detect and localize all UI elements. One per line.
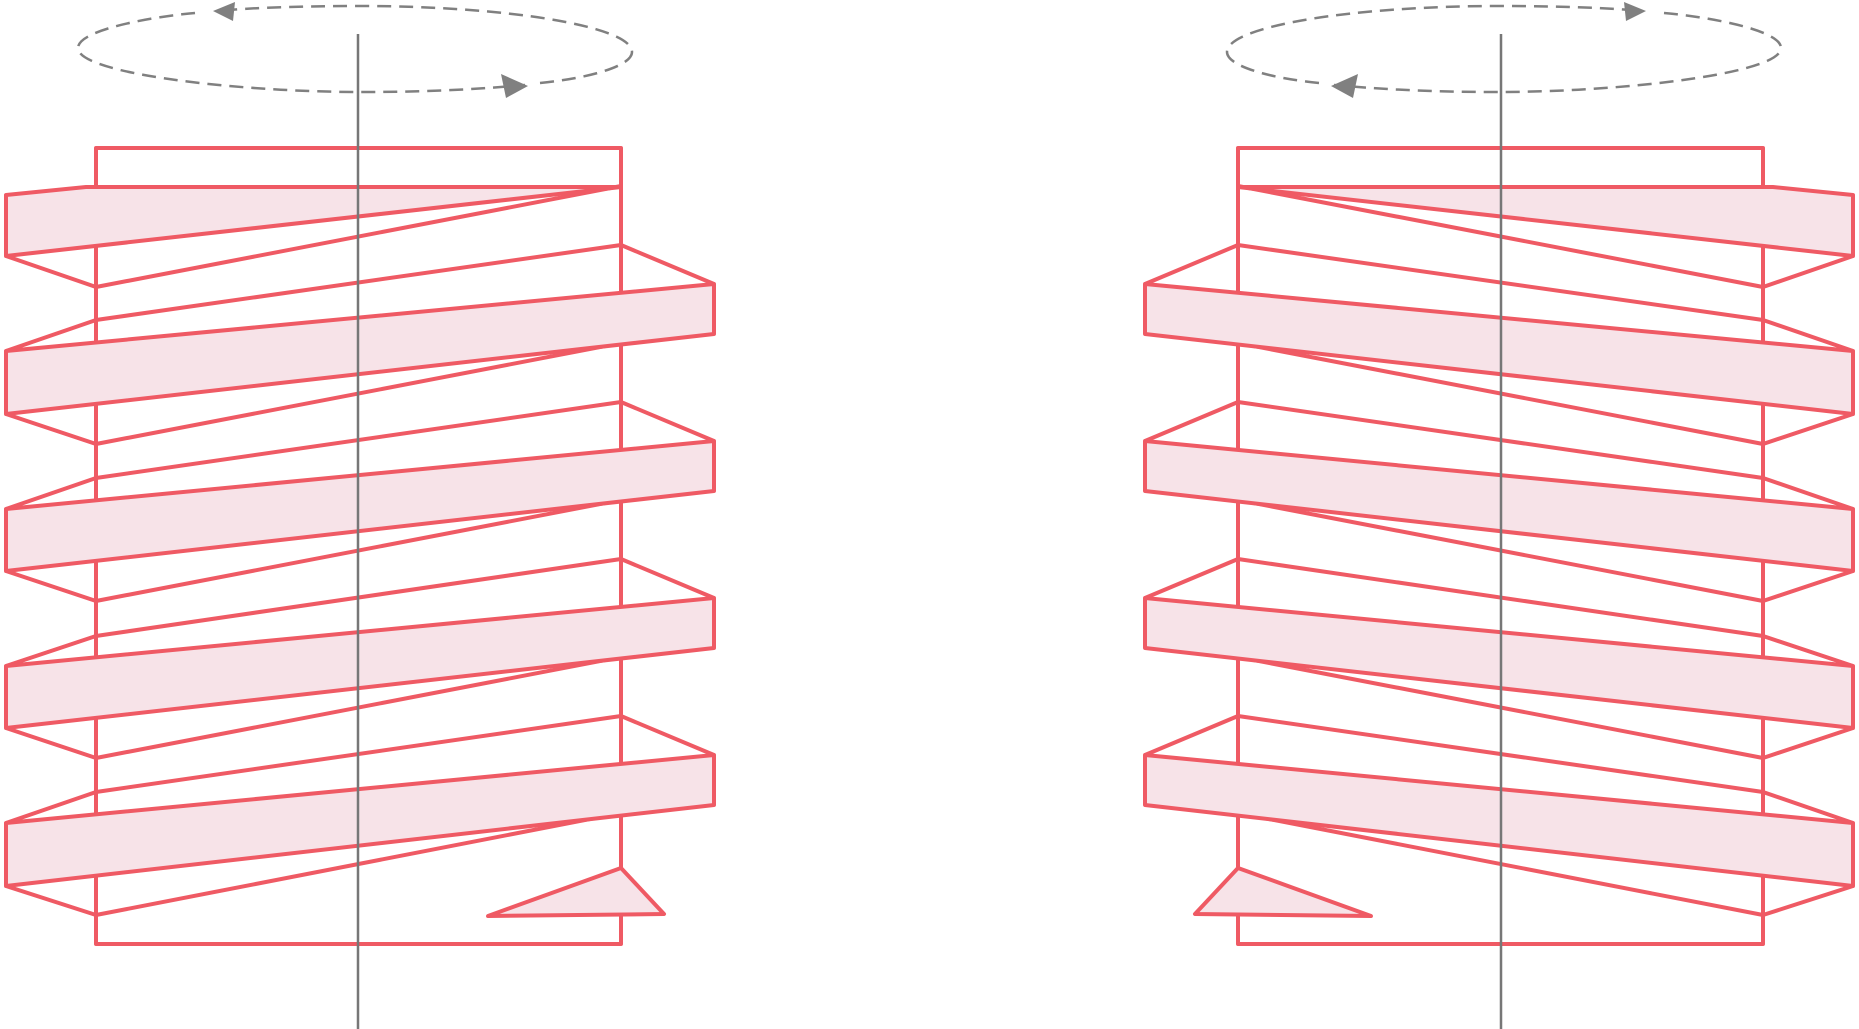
thread-turn-1 (4, 185, 623, 258)
thread-front-bands (1143, 185, 1855, 918)
thread-turn-5 (4, 753, 716, 888)
left-hand-thread-figure (1143, 2, 1855, 1029)
thread-turn-2 (4, 282, 716, 416)
thread-turn-3 (1143, 439, 1855, 573)
thread-turn-3 (4, 439, 716, 573)
thread-front-bands (4, 185, 716, 918)
thread-turn-4 (4, 596, 716, 730)
thread-end-tip (486, 866, 666, 918)
thread-end-tip (1193, 866, 1373, 918)
thread-turn-5 (1143, 753, 1855, 888)
thread-turn-1 (1236, 185, 1855, 258)
right-hand-thread-figure (4, 2, 716, 1029)
rotation-arrow-icon (1225, 2, 1783, 98)
rotation-arrow-icon (76, 2, 634, 98)
thread-turn-2 (1143, 282, 1855, 416)
thread-turn-4 (1143, 596, 1855, 730)
